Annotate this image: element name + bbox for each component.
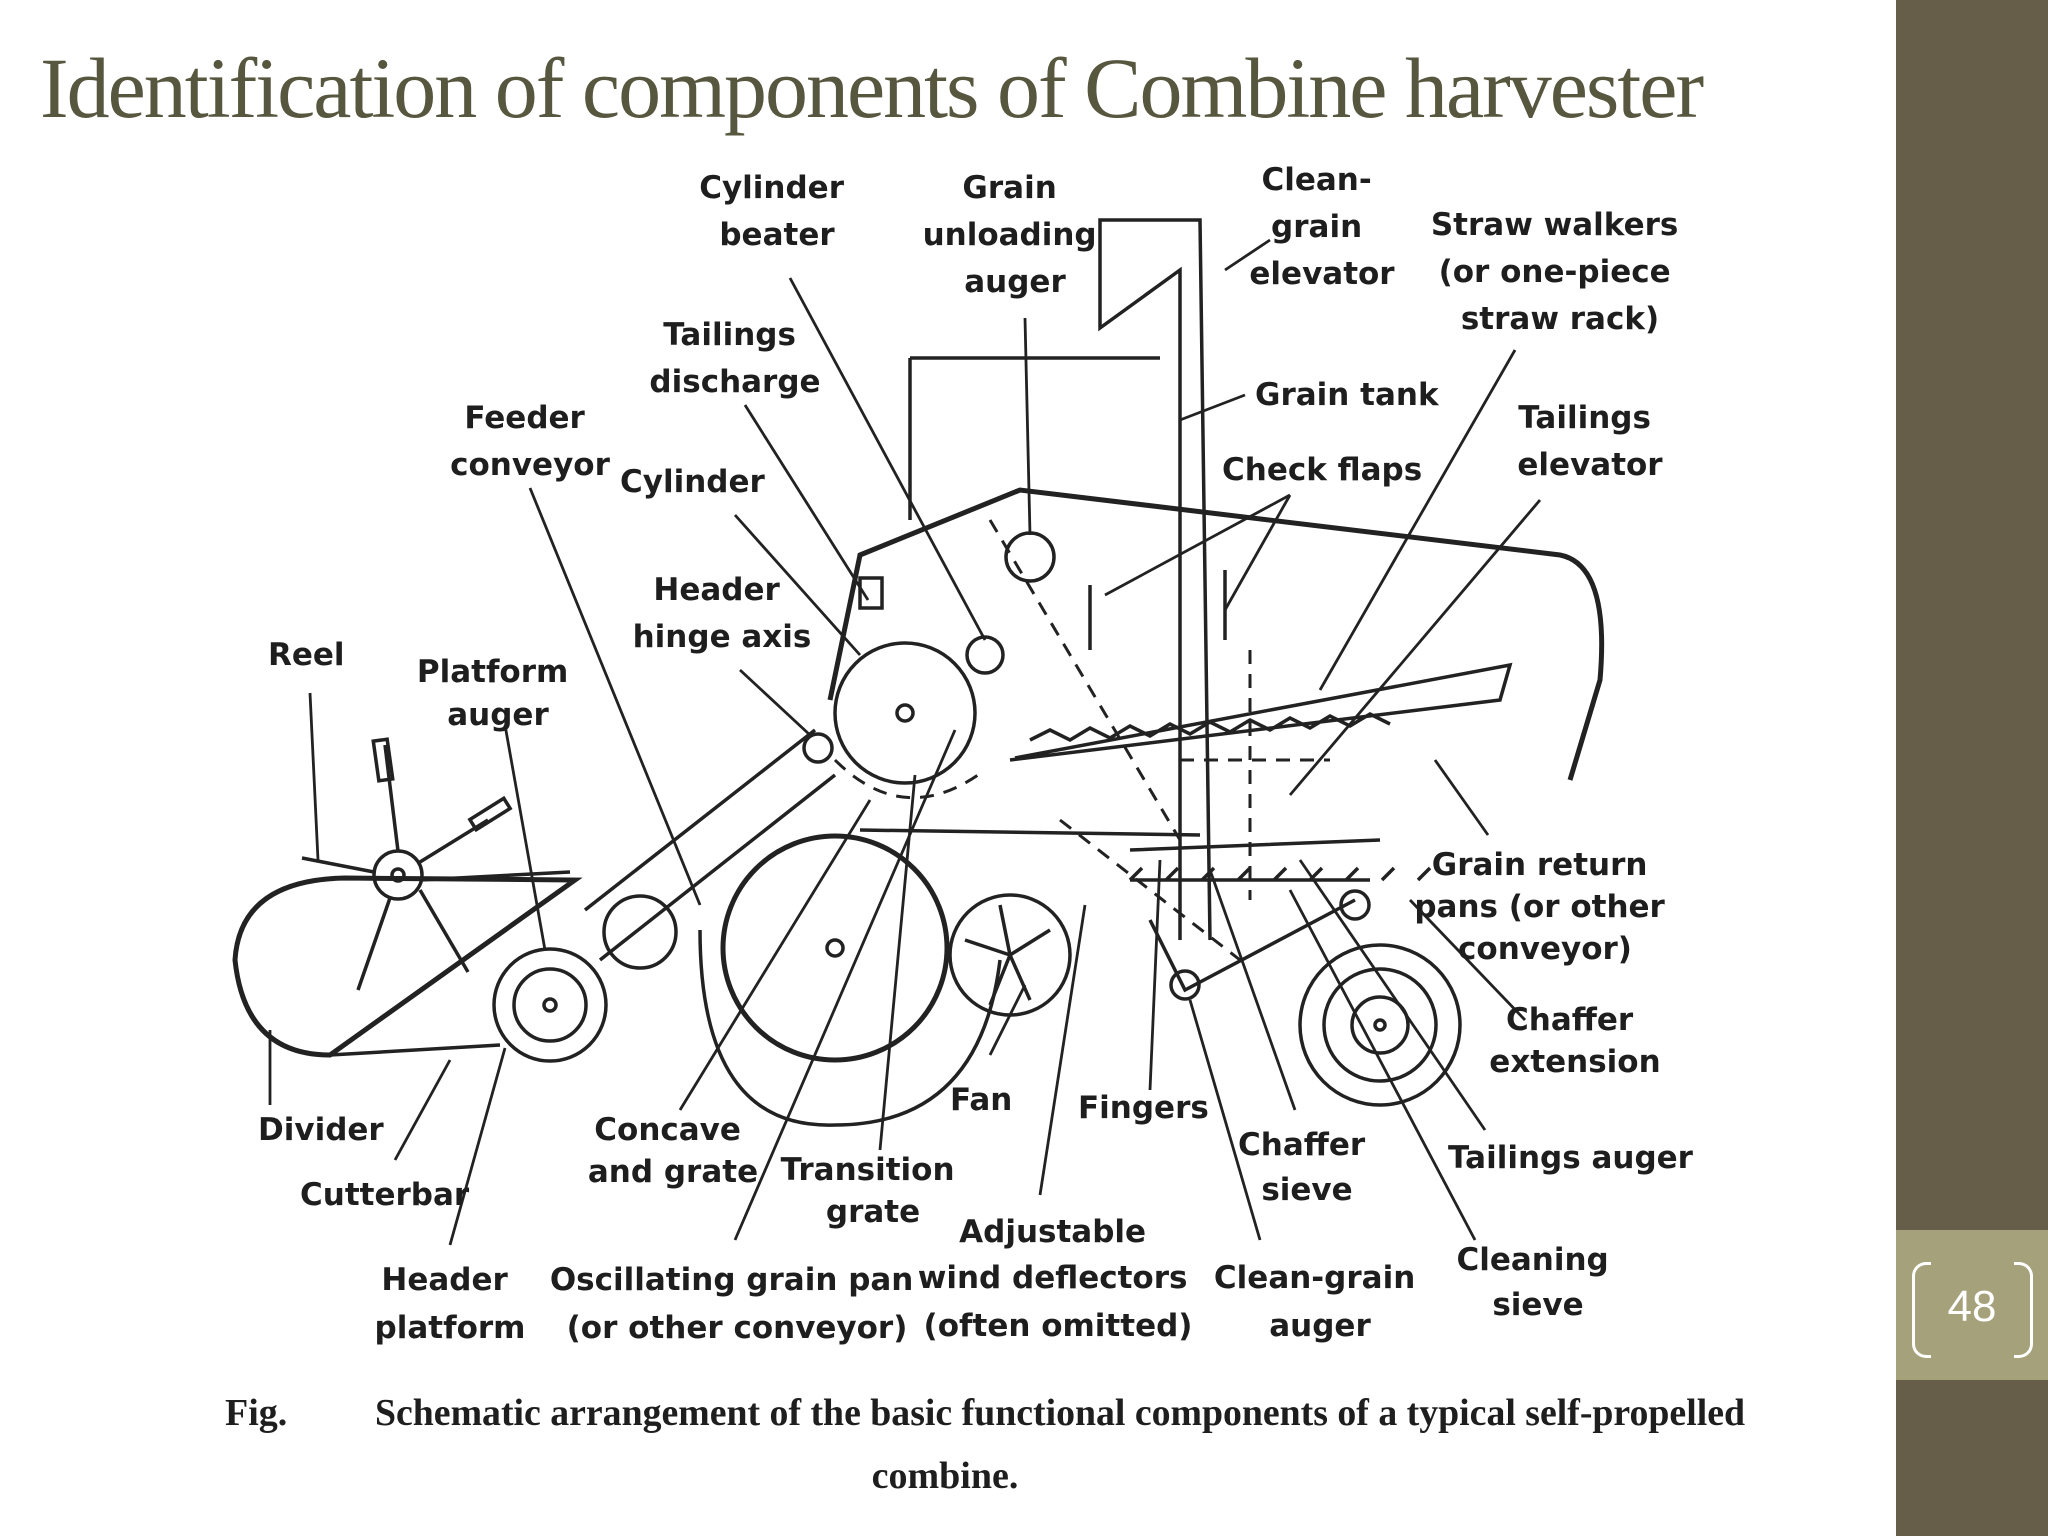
header-platform-line <box>329 1043 501 1057</box>
grain-pan <box>859 828 1381 852</box>
label-adjustable-wind-deflectors: Adjustable wind deflectors (often omitte… <box>918 1214 1199 1344</box>
page-number: 48 <box>1947 1282 1997 1331</box>
label-clean-grain-elevator: Clean- grain elevator <box>1249 162 1395 292</box>
label-cylinder-beater: Cylinder beater <box>699 170 855 253</box>
interior-dashed <box>988 519 1330 962</box>
sieve-housing <box>1148 898 1356 993</box>
chaffer-sieve <box>1128 866 1432 882</box>
label-grain-tank: Grain tank <box>1255 377 1440 413</box>
left-bracket <box>1912 1262 1931 1358</box>
right-bracket <box>2014 1262 2033 1358</box>
label-straw-walkers: Straw walkers (or one-piece straw rack) <box>1431 207 1689 337</box>
label-cutterbar: Cutterbar <box>300 1177 470 1213</box>
tailings-auger-pulley <box>1339 889 1371 921</box>
label-concave-and-grate: Concave and grate <box>588 1112 758 1190</box>
header-hinge <box>802 732 834 764</box>
label-chaffer-sieve: Chaffer sieve <box>1238 1127 1376 1208</box>
label-fan: Fan <box>950 1082 1012 1118</box>
cylinder-beater <box>965 635 1005 675</box>
label-fingers: Fingers <box>1078 1090 1209 1126</box>
label-feeder-conveyor: Feeder conveyor <box>450 400 610 483</box>
caption-line-2: combine. <box>872 1455 1019 1497</box>
label-grain-unloading-auger: Grain unloading auger <box>923 170 1108 300</box>
clean-grain-elevator <box>1098 218 1212 941</box>
header-body <box>232 875 583 1058</box>
diagram-labels: Cylinder beater Grain unloading auger Cl… <box>258 162 1694 1346</box>
label-cylinder: Cylinder <box>620 464 765 500</box>
straw-walkers <box>1009 662 1513 762</box>
label-cleaning-sieve: Cleaning sieve <box>1456 1242 1619 1323</box>
label-tailings-elevator: Tailings elevator <box>1517 400 1663 483</box>
label-check-flaps: Check flaps <box>1222 452 1422 488</box>
label-platform-auger: Platform auger <box>417 654 579 733</box>
unloading-auger <box>1004 531 1056 583</box>
caption-fig: Fig. <box>225 1392 287 1434</box>
label-chaffer-extension: Chaffer extension <box>1489 1002 1660 1080</box>
machine-drawing <box>232 218 1605 1127</box>
combine-diagram: Cylinder beater Grain unloading auger Cl… <box>225 162 1745 1497</box>
label-transition-grate: Transition grate <box>781 1152 966 1230</box>
clean-grain-auger-pulley <box>1169 969 1201 1001</box>
grain-tank <box>908 356 1160 520</box>
label-header-platform: Header platform <box>375 1262 526 1346</box>
label-tailings-discharge: Tailings discharge <box>649 317 820 400</box>
leader-lines <box>268 238 1542 1246</box>
cleaning-fan <box>948 893 1072 1017</box>
body-outline <box>827 487 1605 781</box>
label-oscillating-grain-pan: Oscillating grain pan (or other conveyor… <box>550 1262 924 1346</box>
feeder-drum <box>602 894 678 970</box>
reel <box>301 737 571 991</box>
label-grain-return-pans: Grain return pans (or other conveyor) <box>1414 847 1675 967</box>
label-reel: Reel <box>268 637 345 673</box>
label-tailings-auger: Tailings auger <box>1448 1140 1694 1176</box>
platform-auger <box>492 947 608 1063</box>
front-wheel <box>698 833 1002 1127</box>
feeder-housing <box>583 728 837 962</box>
label-clean-grain-auger: Clean-grain auger <box>1214 1260 1426 1344</box>
tailings-discharge <box>858 576 884 610</box>
figure-caption: Fig. Schematic arrangement of the basic … <box>225 1392 1745 1497</box>
caption-line-1: Schematic arrangement of the basic funct… <box>375 1392 1745 1434</box>
label-header-hinge-axis: Header hinge axis <box>633 572 812 655</box>
slide-title: Identification of components of Combine … <box>40 40 1704 136</box>
rear-wheel <box>1298 943 1462 1107</box>
label-divider: Divider <box>258 1112 384 1148</box>
threshing-cylinder <box>833 641 986 800</box>
